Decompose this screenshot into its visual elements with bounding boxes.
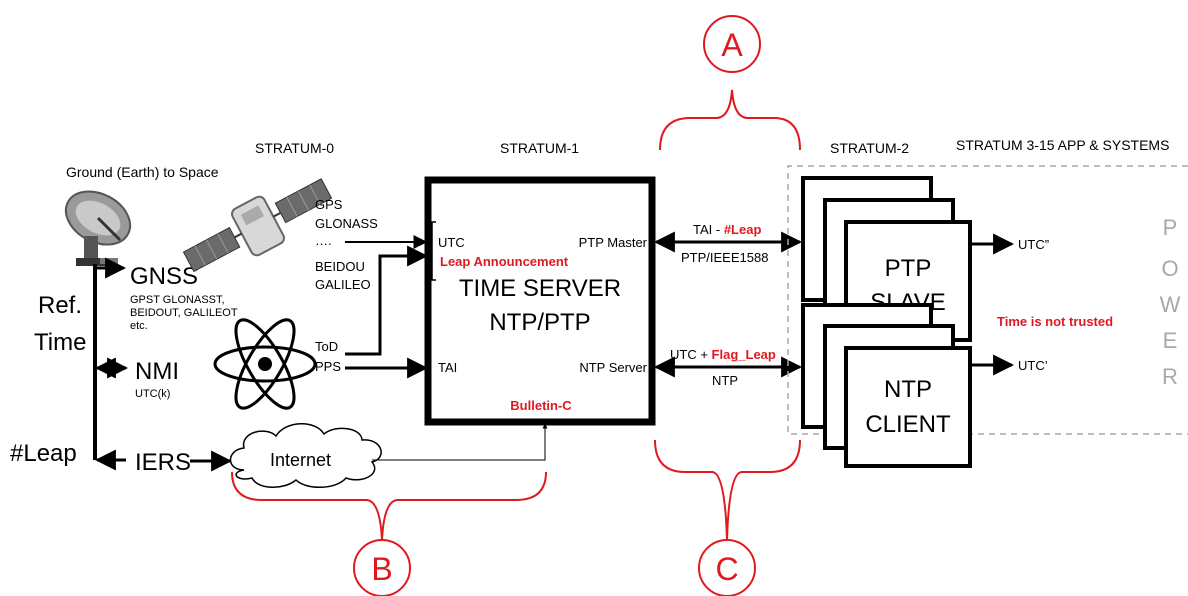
bulletin-c-label: Bulletin-C xyxy=(510,398,572,413)
callout-c-label: C xyxy=(715,551,738,587)
signal-dots: …. xyxy=(315,233,332,248)
ntp-client-line2: CLIENT xyxy=(865,411,951,438)
ntp-client-stack xyxy=(801,303,972,468)
server-utc-label: UTC xyxy=(438,235,465,250)
nmi-label: NMI xyxy=(135,358,179,385)
ptp-slave-stack xyxy=(801,176,972,342)
callout-b: B xyxy=(231,471,547,596)
gnss-sub-1: GPST GLONASST, xyxy=(130,294,225,306)
signal-galileo: GALILEO xyxy=(315,277,371,292)
callout-a-circle xyxy=(703,15,761,73)
callout-a: A xyxy=(659,15,801,151)
stratum-3-15-region xyxy=(787,165,1188,435)
ptp-output-utc: UTC” xyxy=(1018,237,1049,252)
callout-c: C xyxy=(654,439,801,596)
gnss-label: GNSS xyxy=(130,263,198,290)
stratum-0-label: STRATUM-0 xyxy=(255,140,334,156)
signal-glonass: GLONASS xyxy=(315,216,378,231)
ptp-slave-line1: PTP xyxy=(885,255,932,282)
ptp-link-bottom-label: PTP/IEEE1588 xyxy=(681,250,768,265)
ntp-server-label: NTP Server xyxy=(579,360,647,375)
nmi-sub: UTC(k) xyxy=(135,388,170,400)
time-not-trusted-label: Time is not trusted xyxy=(997,314,1113,329)
gnss-sub-2: BEIDOUT, GALILEOT xyxy=(130,307,238,319)
server-title-line2: NTP/PTP xyxy=(489,309,590,336)
satellite-dish-icon xyxy=(64,190,132,266)
stratum-3-15-label: STRATUM 3-15 APP & SYSTEMS xyxy=(956,137,1169,153)
signal-beidou: BEIDOU xyxy=(315,259,365,274)
time-server-box xyxy=(424,176,656,426)
power-letter-3: W xyxy=(1160,292,1181,317)
callout-a-label: A xyxy=(721,27,743,63)
internet-to-server-line xyxy=(372,423,548,461)
internet-cloud xyxy=(229,423,382,488)
signal-tod: ToD xyxy=(315,339,338,354)
leap-announcement-label: Leap Announcement xyxy=(440,254,569,269)
signal-gps: GPS xyxy=(315,197,343,212)
utc-bracket xyxy=(431,221,436,281)
power-letter-1: P xyxy=(1163,215,1178,240)
leap-label: #Leap xyxy=(10,440,77,467)
ground-to-space-label: Ground (Earth) to Space xyxy=(66,164,219,180)
power-letter-5: R xyxy=(1162,364,1178,389)
bracket-a xyxy=(659,89,801,151)
power-letter-4: E xyxy=(1163,328,1178,353)
ntp-link-top-label: UTC + Flag_Leap xyxy=(670,347,776,362)
ref-time-line2: Time xyxy=(34,329,86,356)
iers-label: IERS xyxy=(135,449,191,476)
satellite-icon xyxy=(182,178,333,273)
ntp-link-bottom-label: NTP xyxy=(712,373,738,388)
server-title-line1: TIME SERVER xyxy=(459,275,621,302)
ref-time-line1: Ref. xyxy=(38,292,82,319)
ptp-link-top-label: TAI - #Leap xyxy=(693,222,761,237)
gnss-sub-3: etc. xyxy=(130,320,148,332)
bracket-b xyxy=(231,471,547,541)
bracket-c xyxy=(654,439,801,541)
power-letter-2: O xyxy=(1161,256,1178,281)
ntp-client-line1: NTP xyxy=(884,376,932,403)
internet-label: Internet xyxy=(270,450,331,470)
callout-b-label: B xyxy=(371,551,392,587)
ptp-master-label: PTP Master xyxy=(579,235,648,250)
ntp-output-utc: UTC’ xyxy=(1018,358,1048,373)
signal-pps: PPS xyxy=(315,359,341,374)
server-tai-label: TAI xyxy=(438,360,457,375)
atom-icon xyxy=(213,318,317,410)
stratum-2-label: STRATUM-2 xyxy=(830,140,909,156)
tod-to-utc-arrow xyxy=(345,245,429,356)
stratum-1-label: STRATUM-1 xyxy=(500,140,579,156)
